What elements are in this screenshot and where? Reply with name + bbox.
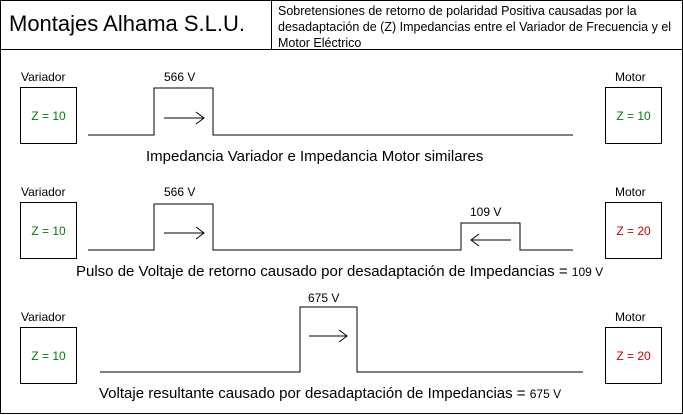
motor-box-3: Z = 20 xyxy=(605,327,662,384)
motor-impedance-2: Z = 20 xyxy=(616,223,651,238)
caption-3-text: Voltaje resultante causado por desadapta… xyxy=(99,385,526,402)
variador-box-2: Z = 10 xyxy=(20,202,77,259)
variador-box-1: Z = 10 xyxy=(20,87,77,144)
variador-label-1: Variador xyxy=(21,70,66,84)
motor-label-3: Motor xyxy=(615,310,646,324)
header-divider xyxy=(271,1,272,49)
variador-impedance-2: Z = 10 xyxy=(31,223,66,238)
motor-impedance-1: Z = 10 xyxy=(616,108,651,123)
forward-arrow-1 xyxy=(164,111,205,125)
variador-label-2: Variador xyxy=(21,185,66,199)
variador-label-3: Variador xyxy=(21,310,66,324)
reflected-voltage-2: 109 V xyxy=(470,205,502,219)
variador-impedance-3: Z = 10 xyxy=(31,348,66,363)
pulse-waveform-2 xyxy=(88,203,573,251)
reflected-arrow-2 xyxy=(470,233,511,247)
caption-2: Pulso de Voltaje de retorno causado por … xyxy=(76,263,603,280)
motor-box-1: Z = 10 xyxy=(605,87,662,144)
caption-2-value: 109 V xyxy=(571,265,604,279)
pulse-waveform-1 xyxy=(88,87,573,136)
forward-arrow-3 xyxy=(309,329,348,343)
motor-label-2: Motor xyxy=(615,185,646,199)
motor-label-1: Motor xyxy=(615,70,646,84)
caption-2-text: Pulso de Voltaje de retorno causado por … xyxy=(76,263,568,280)
pulse-voltage-3: 675 V xyxy=(308,291,340,305)
forward-arrow-2 xyxy=(164,226,205,240)
variador-impedance-1: Z = 10 xyxy=(31,108,66,123)
caption-1: Impedancia Variador e Impedancia Motor s… xyxy=(146,148,484,165)
caption-3-value: 675 V xyxy=(529,387,562,401)
pulse-waveform-3 xyxy=(100,306,583,373)
pulse-voltage-2: 566 V xyxy=(164,185,196,199)
motor-box-2: Z = 20 xyxy=(605,202,662,259)
caption-3: Voltaje resultante causado por desadapta… xyxy=(99,385,561,402)
motor-impedance-3: Z = 20 xyxy=(616,348,651,363)
variador-box-3: Z = 10 xyxy=(20,327,77,384)
header-rule xyxy=(1,49,682,50)
company-name: Montajes Alhama S.L.U. xyxy=(9,11,246,36)
pulse-voltage-1: 566 V xyxy=(164,70,196,84)
header-description: Sobretensiones de retorno de polaridad P… xyxy=(278,4,672,50)
